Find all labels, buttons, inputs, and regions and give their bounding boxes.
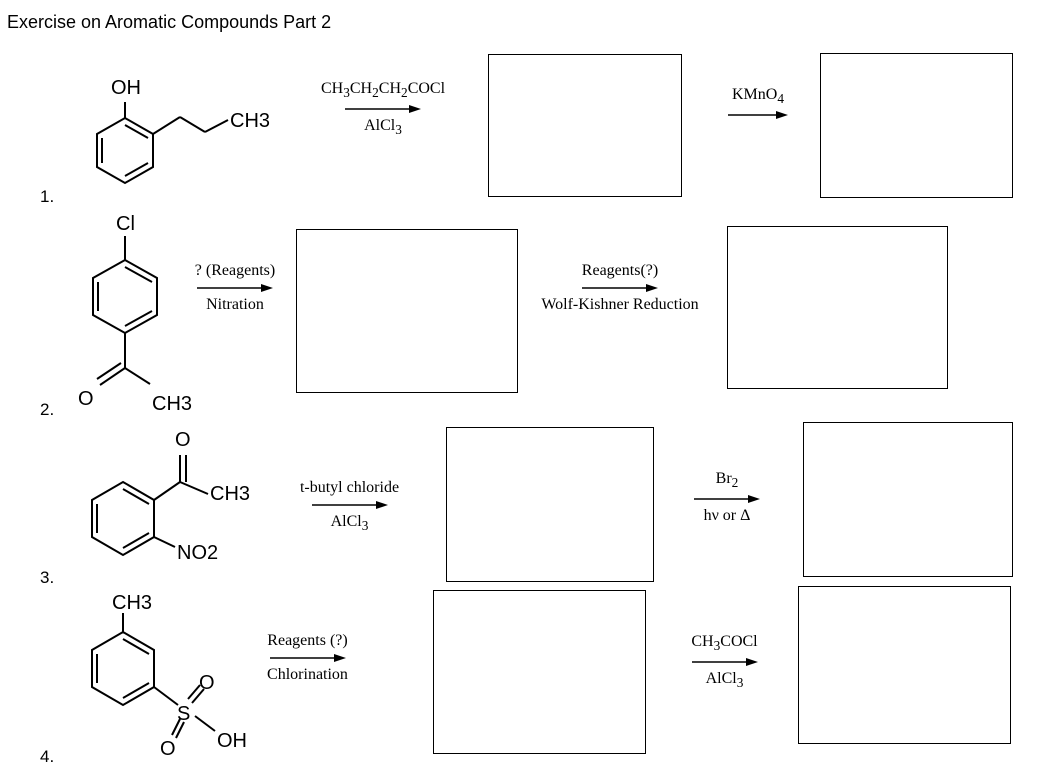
reagent-above-2a: ? (Reagents) xyxy=(194,262,276,279)
molecule-2-structure: Cl O CH3 xyxy=(78,213,192,415)
sulfonyl-o-bottom-label: O xyxy=(160,738,176,760)
reagent-above-3a: t-butyl chloride xyxy=(299,479,400,496)
answer-box-3b[interactable] xyxy=(803,422,1013,577)
carbonyl-o-label: O xyxy=(78,388,94,410)
ch3-label: CH3 xyxy=(152,393,192,415)
problem-number-3: 3. xyxy=(40,568,55,587)
ch3-label: CH3 xyxy=(230,110,270,132)
ch3-label: CH3 xyxy=(210,483,250,505)
benzene-ring-3 xyxy=(91,455,209,557)
oh-label: OH xyxy=(111,77,141,99)
answer-box-1b[interactable] xyxy=(820,53,1013,198)
arrow-icon xyxy=(582,284,658,292)
molecule-1-structure: OH CH3 xyxy=(96,77,270,185)
reagent-below-4a: Chlorination xyxy=(267,666,348,683)
reaction-arrow-1a: CH3CH2CH2COCl AlCl3 xyxy=(303,80,463,138)
cl-label: Cl xyxy=(116,213,135,235)
reaction-arrow-3b: Br2 hν or Δ xyxy=(687,470,767,525)
benzene-ring-1 xyxy=(96,102,229,185)
benzene-ring-4 xyxy=(91,613,216,739)
reagent-below-1a: AlCl3 xyxy=(364,117,402,138)
benzene-ring-2 xyxy=(92,236,158,386)
reagent-above-1a: CH3CH2CH2COCl xyxy=(320,80,446,101)
sulfur-label: S xyxy=(177,703,190,725)
molecule-3-structure: O CH3 NO2 xyxy=(91,429,250,564)
reagent-above-2b: Reagents(?) xyxy=(581,262,659,279)
reagent-below-2b: Wolf-Kishner Reduction xyxy=(541,296,699,313)
reaction-arrow-1b: KMnO4 xyxy=(718,86,798,123)
problem-number-4: 4. xyxy=(40,747,55,766)
reaction-arrow-3a: t-butyl chloride AlCl3 xyxy=(282,479,417,534)
ch3-label: CH3 xyxy=(112,592,152,614)
reagent-above-3b: Br2 xyxy=(715,470,739,491)
reagent-above-1b: KMnO4 xyxy=(731,86,784,107)
page-title: Exercise on Aromatic Compounds Part 2 xyxy=(7,12,332,32)
reaction-arrow-4a: Reagents (?) Chlorination xyxy=(250,632,365,684)
reaction-arrow-2a: ? (Reagents) Nitration xyxy=(180,262,290,314)
problem-number-2: 2. xyxy=(40,400,55,419)
sulfonyl-o-top-label: O xyxy=(199,672,215,694)
arrow-icon xyxy=(345,105,421,114)
answer-box-3a[interactable] xyxy=(446,427,654,582)
arrow-icon xyxy=(269,654,346,662)
arrow-icon xyxy=(691,658,758,667)
reagent-below-2a: Nitration xyxy=(206,296,264,313)
problem-number-1: 1. xyxy=(40,187,55,206)
arrow-icon xyxy=(728,111,788,120)
oh-label: OH xyxy=(217,730,247,752)
answer-box-4b[interactable] xyxy=(798,586,1011,744)
reagent-below-3a: AlCl3 xyxy=(330,513,369,534)
arrow-icon xyxy=(694,495,760,504)
reagent-above-4b: CH3COCl xyxy=(691,633,758,654)
answer-box-1a[interactable] xyxy=(488,54,682,197)
answer-box-4a[interactable] xyxy=(433,590,646,754)
molecule-4-structure: CH3 S O O OH xyxy=(91,592,247,760)
reaction-arrow-4b: CH3COCl AlCl3 xyxy=(672,633,777,691)
answer-box-2b[interactable] xyxy=(727,226,948,389)
reagent-below-3b: hν or Δ xyxy=(703,507,751,525)
reagent-below-4b: AlCl3 xyxy=(705,670,744,691)
answer-box-2a[interactable] xyxy=(296,229,518,393)
arrow-icon xyxy=(197,284,273,292)
reaction-arrow-2b: Reagents(?) Wolf-Kishner Reduction xyxy=(519,262,721,314)
arrow-icon xyxy=(311,501,388,509)
no2-label: NO2 xyxy=(177,542,218,564)
carbonyl-o-label: O xyxy=(175,429,191,451)
reagent-above-4a: Reagents (?) xyxy=(267,632,348,649)
